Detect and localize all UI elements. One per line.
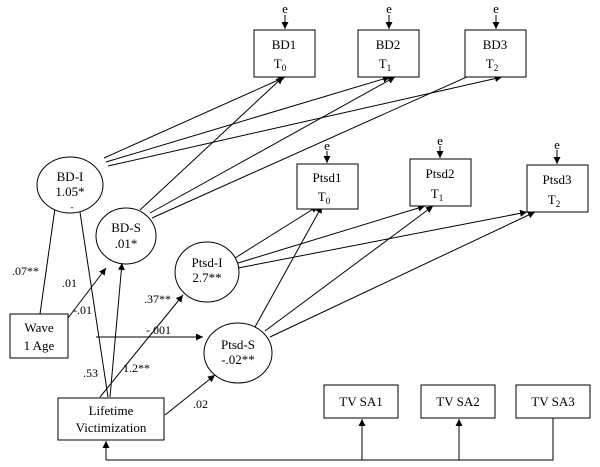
- edge-victim-ptsdi: [99, 294, 184, 398]
- bd2-label: BD2: [376, 37, 401, 52]
- error-label-bd2: e: [386, 1, 392, 16]
- bdi-mark: -: [71, 202, 74, 212]
- coef-age-ptsds: -.001: [146, 323, 171, 337]
- edge-victim-bdi: [75, 198, 109, 398]
- bds-value: .01*: [115, 236, 138, 251]
- coef-victim-ptsds: .02: [193, 397, 208, 411]
- ptsds-label: Ptsd-S: [221, 337, 255, 352]
- bd3-time: T2: [486, 56, 498, 73]
- edge-bds-bd3: [151, 53, 519, 219]
- ptsdi-label: Ptsd-I: [191, 255, 222, 270]
- edge-ptsds-ptsd3: [269, 211, 536, 338]
- error-label-ptsd1: e: [324, 138, 330, 153]
- edge-age-bds: [67, 267, 107, 319]
- victim-box: Lifetime Victimization: [57, 397, 165, 441]
- ptsdi-value: 2.7**: [192, 270, 221, 285]
- ptsd3-label: Ptsd3: [543, 172, 572, 187]
- coef-age-bdi: .07**: [12, 264, 39, 278]
- bdi-latent: BD-I 1.05* -: [36, 156, 104, 214]
- edge-ptsdi-ptsd1: [234, 205, 319, 259]
- coef-victim-ptsdi-2: 1.2**: [123, 361, 150, 375]
- tvsa1-label: TV SA1: [339, 394, 382, 409]
- bdi-value: 1.05*: [55, 184, 84, 199]
- coef-victim-bds: -.01: [73, 303, 92, 317]
- tvsa3-label: TV SA3: [531, 394, 574, 409]
- edge-victim-bds: [109, 262, 125, 398]
- tvsa1-box: TV SA1: [323, 384, 399, 419]
- error-label-ptsd2: e: [437, 133, 443, 148]
- ptsd1-time: T0: [318, 189, 331, 206]
- ptsd1-box: Ptsd1 T0: [296, 163, 359, 210]
- edges: [39, 15, 561, 461]
- bd2-time: T1: [379, 56, 391, 73]
- bd1-time: T0: [274, 56, 287, 73]
- coef-victim-bdi: .53: [83, 366, 98, 380]
- victim-label: Lifetime: [89, 403, 134, 418]
- ptsdi-latent: Ptsd-I 2.7**: [174, 241, 240, 303]
- edge-bdi-bd3: [107, 75, 503, 167]
- ptsds-value: -.02**: [221, 352, 255, 367]
- coefficients: .07** .01 -.01 .37** -.001 .53 1.2** .02: [12, 264, 208, 411]
- error-label-bd1: e: [282, 1, 288, 16]
- bd1-label: BD1: [272, 37, 297, 52]
- edge-bds-bd1: [139, 76, 284, 211]
- bd2-box: BD2 T1: [357, 29, 420, 78]
- error-labels: e e e e e e: [282, 1, 560, 153]
- tvsa-connector: [106, 418, 554, 461]
- tvsa2-box: TV SA2: [420, 384, 496, 419]
- ptsd2-time: T1: [431, 186, 443, 203]
- coef-victim-ptsdi: .37**: [144, 292, 171, 306]
- edge-bdi-bd2: [105, 75, 391, 163]
- edge-ptsdi-ptsd2: [237, 204, 426, 264]
- tvsa2-label: TV SA2: [436, 394, 479, 409]
- error-label-bd3: e: [493, 1, 499, 16]
- victim-label-2: Victimization: [76, 420, 147, 435]
- coef-age-bds: .01: [62, 276, 77, 290]
- wave-box: Wave 1 Age: [9, 313, 69, 359]
- edge-victim-ptsds: [164, 374, 216, 416]
- bdi-label: BD-I: [57, 169, 84, 184]
- edge-bds-bd2: [149, 76, 396, 214]
- edge-ptsds-ptsd1: [254, 205, 323, 328]
- bd3-label: BD3: [483, 37, 508, 52]
- error-label-ptsd3: e: [554, 137, 560, 152]
- bds-latent: BD-S .01*: [95, 207, 157, 265]
- tvsa3-box: TV SA3: [515, 384, 591, 419]
- edge-ptsds-ptsd2: [264, 205, 434, 332]
- bd1-box: BD1 T0: [253, 29, 316, 78]
- ptsd2-box: Ptsd2 T1: [409, 158, 472, 207]
- edge-bdi-bd1: [103, 76, 286, 159]
- ptsds-latent: Ptsd-S -.02**: [203, 322, 273, 384]
- ptsd3-box: Ptsd3 T2: [526, 164, 589, 213]
- ptsd1-label: Ptsd1: [313, 170, 342, 185]
- edge-ptsdi-ptsd3: [237, 209, 528, 269]
- ptsd2-label: Ptsd2: [426, 166, 455, 181]
- wave-label: Wave: [24, 320, 53, 335]
- bds-label: BD-S: [111, 220, 141, 235]
- ptsd3-time: T2: [548, 192, 560, 209]
- wave-age-label: 1 Age: [24, 338, 55, 353]
- bd3-box: BD3 T2: [464, 29, 527, 78]
